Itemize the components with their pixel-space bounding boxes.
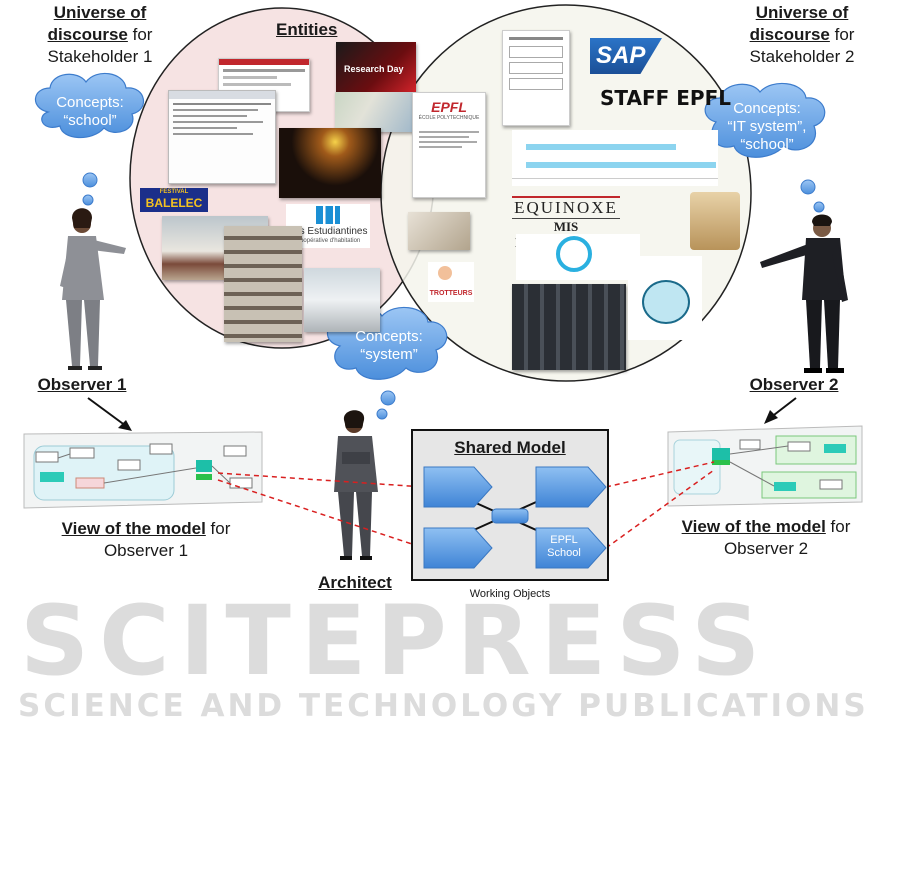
stakeholder2-concepts-text: Concepts: “IT system”, “school” (727, 100, 807, 153)
architect-concepts-text: Concepts: “system” (355, 328, 423, 363)
concept-cloud-stakeholder1 (34, 72, 144, 206)
observer1-model-view (23, 431, 263, 509)
entity-camipro-card (408, 212, 470, 250)
entity-trotteurs-cartoon: TROTTEURS (428, 262, 474, 302)
architect-figure (334, 410, 378, 560)
stakeholder2-universe-label: Universe of discourse for Stakeholder 2 (749, 3, 855, 66)
watermark-subtitle: SCIENCE AND TECHNOLOGY PUBLICATIONS (18, 688, 869, 724)
entity-concert-photo (279, 128, 381, 198)
observer2-arrow (764, 397, 797, 424)
stakeholder1-universe-label: Universe of discourse for Stakeholder 1 (47, 3, 153, 66)
entity-staff-epfl-text: STAFF EPFL (600, 86, 731, 110)
working-object-bottom-left (423, 527, 493, 569)
entity-campus-map (335, 92, 415, 132)
entity-moodle-diagram (628, 256, 702, 340)
observer1-arrow (87, 397, 132, 431)
working-object-connector (491, 508, 529, 524)
model-connectors (217, 461, 715, 549)
entity-library-photo (224, 226, 302, 342)
shared-model-box (411, 429, 609, 581)
working-object-epfl-school (535, 527, 607, 569)
entity-cardboard-boxes (690, 192, 740, 250)
epfl-school-node-label: EPFL School (547, 534, 581, 559)
observer1-label: Observer 1 (37, 375, 127, 394)
observer2-label: Observer 2 (749, 375, 839, 394)
entity-website-screenshot (218, 58, 310, 112)
entity-ps-diagram (516, 234, 640, 280)
shared-model-title: Shared Model (454, 438, 566, 457)
watermark-title: SCITEPRESS (20, 585, 771, 697)
entity-rolex-center-photo (304, 268, 380, 332)
entity-balelec-logo: FESTIVAL BALELEC (140, 188, 208, 212)
entity-research-day: Research Day (336, 42, 416, 92)
observer2-figure (760, 214, 848, 373)
entity-email-screenshot (168, 90, 276, 184)
observer2-view-label: View of the model for Observer 2 (681, 517, 851, 558)
entity-timeline-chart (512, 130, 718, 186)
working-object-top-left (423, 466, 493, 508)
entity-les-estudiantines-logo: Les Estudiantines Coopérative d'habitati… (286, 204, 370, 248)
concept-cloud-stakeholder2 (704, 82, 826, 213)
observer2-model-view (667, 425, 863, 507)
architect-label: Architect (318, 573, 392, 592)
entity-epfl-letter: EPFL ÉCOLE POLYTECHNIQUE (412, 92, 486, 198)
entities-title: Entities (276, 20, 338, 39)
working-objects-caption: Working Objects (469, 588, 551, 600)
observer1-figure (60, 208, 126, 370)
stakeholder1-concepts-text: Concepts: “school” (56, 94, 124, 129)
entity-form-document (502, 30, 570, 126)
observer1-view-label: View of the model for Observer 1 (61, 519, 231, 560)
working-object-top-right (535, 466, 607, 508)
entity-datacenter-photo (512, 284, 626, 370)
